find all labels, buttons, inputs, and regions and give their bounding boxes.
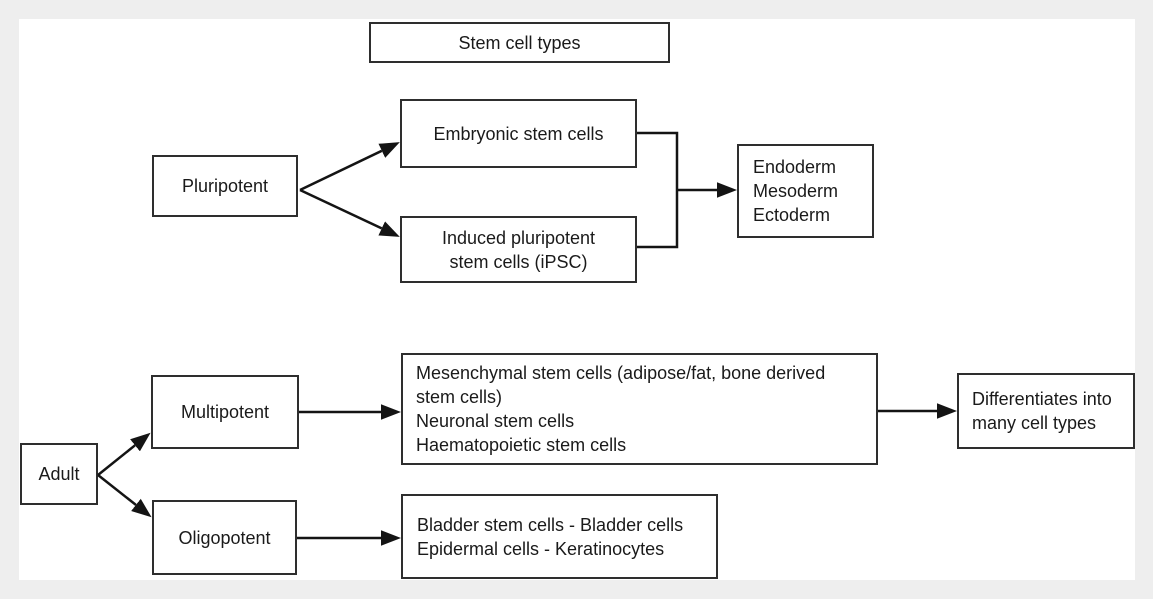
multipotent-example-neuronal: Neuronal stem cells — [416, 411, 575, 431]
node-differentiates-line-1: Differentiates into — [972, 389, 1112, 409]
node-germ-layers: Endoderm Mesoderm Ectoderm — [737, 144, 874, 238]
node-ipsc-line-1: Induced pluripotent — [441, 227, 596, 248]
node-title-label: Stem cell types — [458, 32, 581, 53]
node-title: Stem cell types — [369, 22, 670, 63]
germ-layer-ectoderm: Ectoderm — [753, 205, 831, 225]
node-ipsc-line-2: stem cells (iPSC) — [449, 251, 588, 272]
node-embryonic-stem-cells: Embryonic stem cells — [400, 99, 637, 168]
node-multipotent-label: Multipotent — [180, 402, 270, 422]
node-embryonic-label: Embryonic stem cells — [433, 123, 604, 144]
oligopotent-example-epidermal: Epidermal cells - Keratinocytes — [417, 538, 665, 559]
node-ipsc: Induced pluripotent stem cells (iPSC) — [400, 216, 637, 283]
multipotent-example-haematopoietic: Haematopoietic stem cells — [416, 435, 627, 455]
node-oligopotent: Oligopotent — [152, 500, 297, 575]
node-adult-label: Adult — [38, 464, 80, 484]
node-oligopotent-examples: Bladder stem cells - Bladder cells Epide… — [401, 494, 718, 579]
germ-layer-mesoderm: Mesoderm — [753, 181, 839, 201]
node-pluripotent: Pluripotent — [152, 155, 298, 217]
node-differentiates: Differentiates into many cell types — [957, 373, 1135, 449]
node-oligopotent-label: Oligopotent — [178, 527, 271, 548]
node-multipotent-examples: Mesenchymal stem cells (adipose/fat, bon… — [401, 353, 878, 465]
oligopotent-example-bladder: Bladder stem cells - Bladder cells — [417, 514, 684, 535]
germ-layer-endoderm: Endoderm — [753, 157, 837, 177]
node-adult: Adult — [20, 443, 98, 505]
node-multipotent: Multipotent — [151, 375, 299, 449]
node-differentiates-line-2: many cell types — [972, 413, 1097, 433]
multipotent-example-mesenchymal: Mesenchymal stem cells (adipose/fat, bon… — [416, 363, 826, 407]
node-pluripotent-label: Pluripotent — [181, 176, 269, 196]
